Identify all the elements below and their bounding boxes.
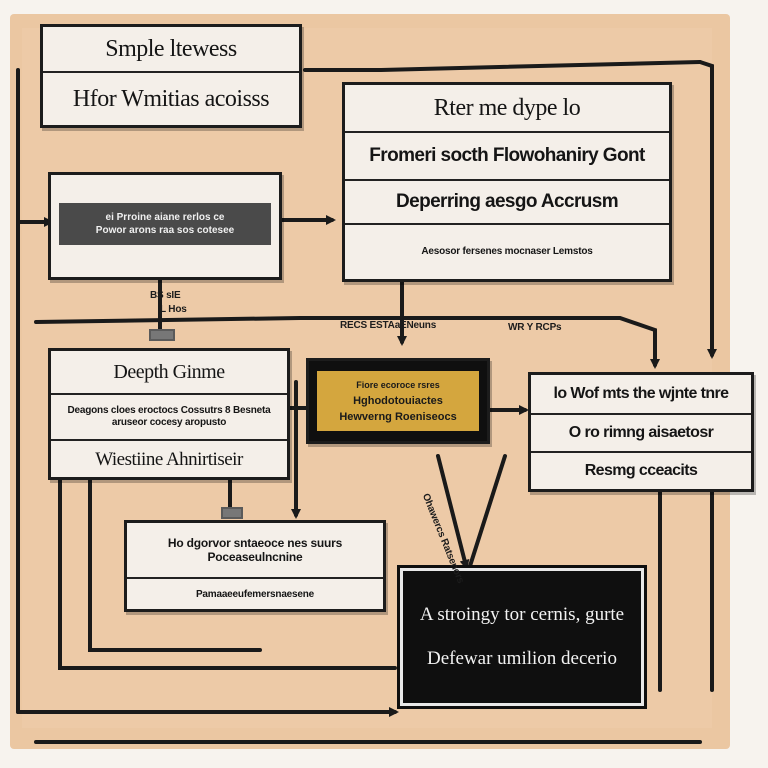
box-5-line-2: Hghodotouiactes bbox=[353, 395, 443, 407]
box-2-row-4: Aesosor fersenes mocnaser Lemstos bbox=[421, 246, 593, 257]
connector-v-left bbox=[436, 454, 470, 570]
connector-label-3: RECS ESTAaENeuns bbox=[340, 320, 437, 331]
connector-node-2 bbox=[221, 507, 243, 519]
box-3-line-2: Powor arons raa sos cotesee bbox=[95, 225, 235, 236]
box-2-title: Rter me dype lo bbox=[345, 85, 669, 133]
connector-label-4: WR Y RCPs bbox=[508, 322, 562, 333]
box-8-line-2: Defewar umilion decerio bbox=[427, 648, 617, 669]
box-4-body: Deagons cloes eroctocs Cossutrs 8 Besnet… bbox=[51, 395, 287, 441]
box-4-title: Deepth Ginme bbox=[51, 351, 287, 395]
box-6-row-3: Resmg cceacits bbox=[584, 462, 698, 479]
connector-label-2: L Hos bbox=[160, 304, 187, 315]
connector-lower-left-2 bbox=[88, 478, 262, 652]
connector-node bbox=[149, 329, 175, 341]
box-1: Smple ltewess Hfor Wmitias acoisss bbox=[40, 24, 302, 128]
box-7: Ho dgorvor sntaeoce nes suurs Poceaseuln… bbox=[124, 520, 386, 612]
box-2: Rter me dype lo Fromeri socth Flowohanir… bbox=[342, 82, 672, 282]
box-7-title: Ho dgorvor sntaeoce nes suurs Poceaseuln… bbox=[127, 523, 383, 579]
box-8-line-1: A stroingy tor cernis, gurte bbox=[419, 604, 625, 625]
box-1-subtitle: Hfor Wmitias acoisss bbox=[72, 85, 270, 112]
box-2-row-3: Deperring aesgo Accrusm bbox=[345, 181, 669, 225]
box-3-line-1: ei Prroine aiane rerlos ce bbox=[105, 212, 225, 223]
box-5-gold: Fiore ecoroce rsres Hghodotouiactes Hewv… bbox=[306, 358, 490, 444]
box-3: ei Prroine aiane rerlos ce Powor arons r… bbox=[48, 172, 282, 280]
box-3-dark-band: ei Prroine aiane rerlos ce Powor arons r… bbox=[59, 203, 271, 245]
box-8-black: A stroingy tor cernis, gurte Defewar umi… bbox=[400, 568, 644, 706]
box-4-footer: Wiestiine Ahnirtiseir bbox=[95, 449, 243, 470]
connector-right-edge bbox=[698, 60, 717, 359]
box-2-row-2: Fromeri socth Flowohaniry Gont bbox=[345, 133, 669, 181]
box-1-title: Smple ltewess bbox=[43, 27, 299, 73]
box-7-body: Pamaaeeufemersnaesene bbox=[195, 589, 315, 600]
connector-lower-left-1 bbox=[58, 478, 397, 670]
connector-top bbox=[303, 60, 702, 72]
box-6-row-2: O ro rimng aisaetosr bbox=[531, 415, 751, 453]
box-5-line-1: Fiore ecoroce rsres bbox=[356, 380, 440, 390]
box-6-title: lo Wof mts the wjnte tnre bbox=[531, 375, 751, 415]
box-6: lo Wof mts the wjnte tnre O ro rimng ais… bbox=[528, 372, 754, 492]
box-5-line-3: Hewverng Roeniseocs bbox=[339, 411, 457, 423]
connector-mid-horizontal bbox=[34, 316, 660, 369]
box-5-gold-inner: Fiore ecoroce rsres Hghodotouiactes Hewv… bbox=[317, 371, 479, 431]
connector-label-1: BS sIE bbox=[150, 290, 181, 301]
connector-v-right bbox=[468, 454, 507, 568]
box-4: Deepth Ginme Deagons cloes eroctocs Coss… bbox=[48, 348, 290, 480]
